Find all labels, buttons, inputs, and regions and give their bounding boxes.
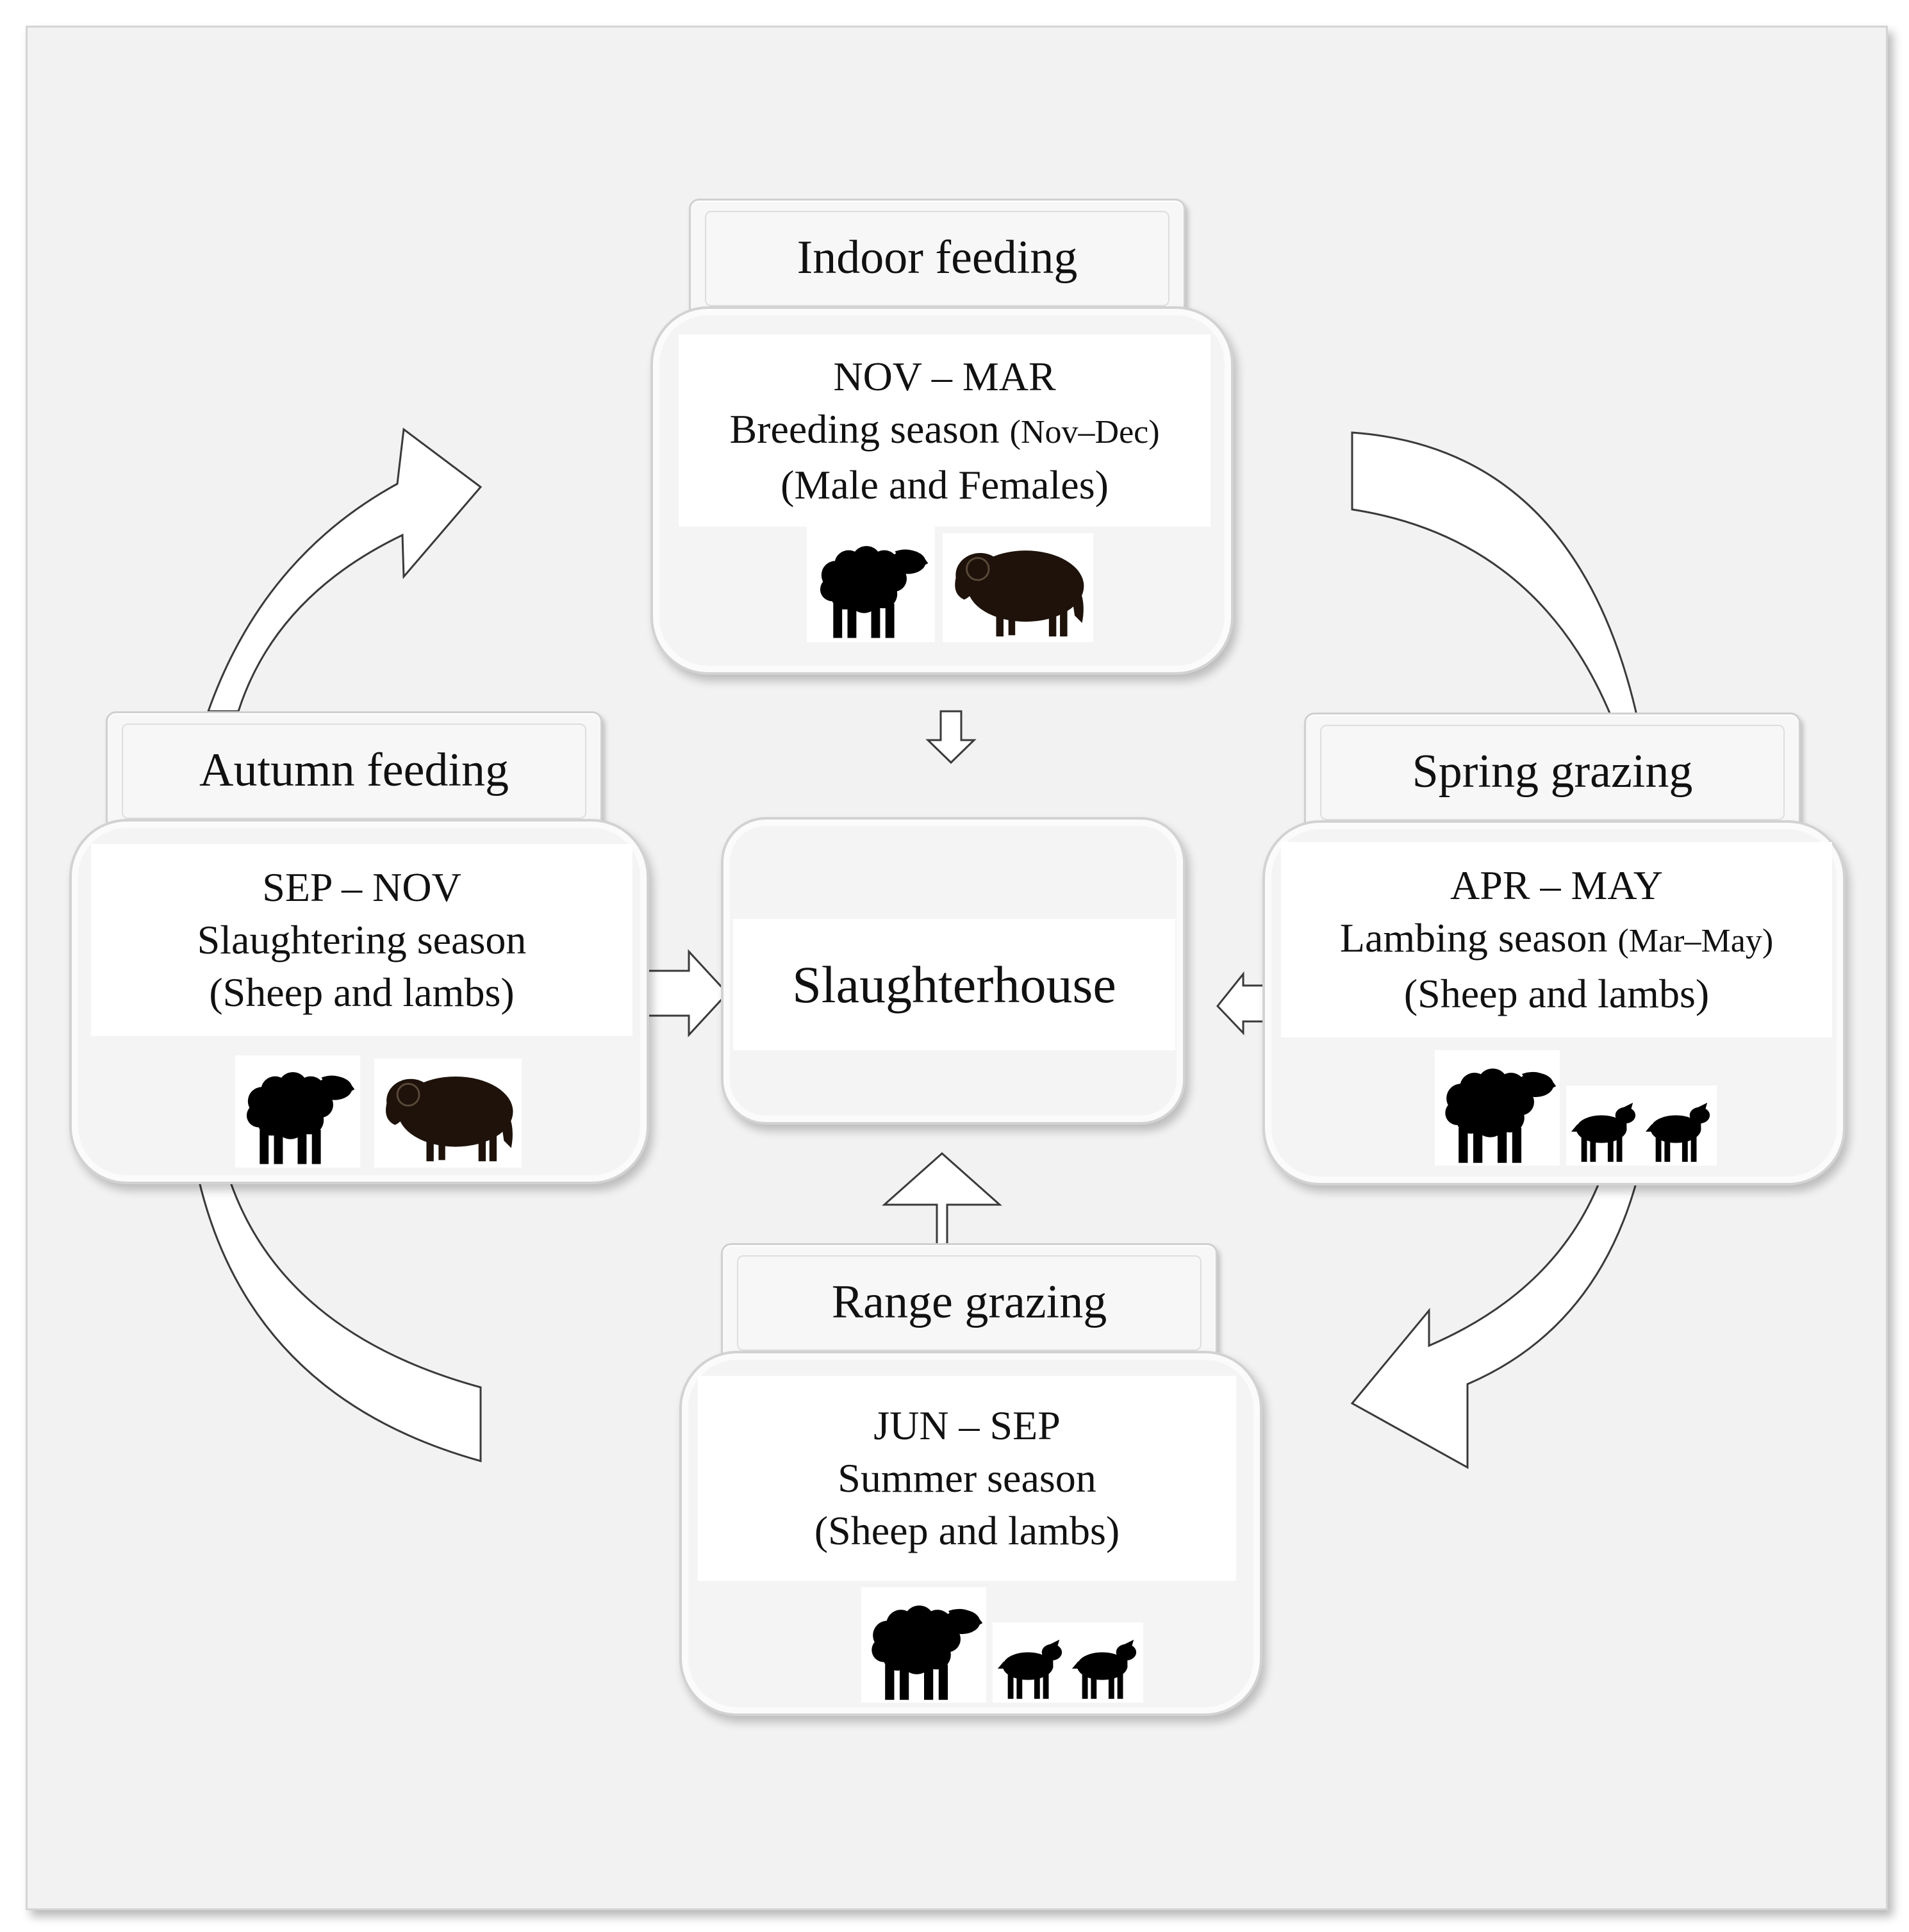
- stage-title-spring: Spring grazing: [1304, 713, 1801, 831]
- lamb-icon: [1071, 1639, 1136, 1699]
- stage-animals-autumn: (Sheep and lambs): [209, 970, 515, 1015]
- arrow-autumn-to-slaughterhouse: [643, 949, 729, 1037]
- ram-icon: [374, 1059, 522, 1168]
- stage-text-indoor: NOV – MAR Breeding season (Nov–Dec) (Mal…: [679, 334, 1211, 527]
- sheep-icon: [861, 1587, 986, 1703]
- slaughterhouse-inner: Slaughterhouse: [733, 919, 1175, 1050]
- stage-card-indoor: NOV – MAR Breeding season (Nov–Dec) (Mal…: [650, 306, 1234, 675]
- stage-season-note-indoor: (Nov–Dec): [1009, 413, 1160, 450]
- stage-months-range: JUN – SEP: [873, 1403, 1061, 1448]
- sheep-icon: [1435, 1050, 1560, 1166]
- arrow-range-to-slaughterhouse: [882, 1152, 1002, 1248]
- stage-animals-spring: (Sheep and lambs): [1403, 971, 1710, 1016]
- stage-season-indoor-line: Breeding season (Nov–Dec): [729, 403, 1159, 459]
- stage-title-range-text: Range grazing: [831, 1276, 1107, 1328]
- stage-card-spring: APR – MAY Lambing season (Mar–May) (Shee…: [1262, 820, 1846, 1185]
- stage-card-range: JUN – SEP Summer season (Sheep and lambs…: [679, 1351, 1262, 1716]
- stage-icons-range: [861, 1587, 1143, 1703]
- stage-title-indoor-text: Indoor feeding: [797, 231, 1078, 284]
- stage-months-autumn: SEP – NOV: [262, 864, 461, 910]
- stage-season-range: Summer season: [838, 1455, 1096, 1501]
- stage-icons-indoor: [807, 527, 1093, 642]
- stage-months-spring: APR – MAY: [1450, 863, 1663, 908]
- arrow-indoor-to-slaughterhouse: [925, 710, 977, 764]
- cycle-arrow-range-to-autumn: [197, 1178, 482, 1462]
- stage-animals-range: (Sheep and lambs): [814, 1508, 1120, 1553]
- stage-title-indoor: Indoor feeding: [689, 199, 1186, 317]
- cycle-arrow-autumn-to-indoor: [206, 427, 483, 713]
- lamb-pair: [993, 1622, 1143, 1703]
- stage-title-spring-text: Spring grazing: [1412, 745, 1693, 798]
- lamb-icon: [997, 1639, 1062, 1699]
- stage-title-range: Range grazing: [721, 1243, 1218, 1362]
- stage-season-spring: Lambing season: [1339, 915, 1608, 961]
- stage-season-autumn: Slaughtering season: [197, 917, 527, 962]
- sheep-icon: [235, 1055, 360, 1168]
- cycle-arrow-indoor-to-spring: [1351, 431, 1639, 719]
- stage-text-range: JUN – SEP Summer season (Sheep and lambs…: [698, 1376, 1236, 1581]
- slaughterhouse-card: Slaughterhouse: [721, 817, 1186, 1125]
- sheep-icon: [807, 527, 935, 642]
- stage-title-autumn: Autumn feeding: [106, 711, 602, 830]
- lamb-icon: [1645, 1102, 1710, 1162]
- stage-animals-indoor: (Male and Females): [781, 461, 1109, 508]
- stage-text-spring: APR – MAY Lambing season (Mar–May) (Shee…: [1281, 842, 1832, 1037]
- cycle-arrow-spring-to-range: [1350, 1165, 1642, 1469]
- lamb-icon: [1571, 1102, 1635, 1162]
- ram-icon: [943, 533, 1093, 642]
- stage-icons-autumn: [235, 1055, 522, 1168]
- lamb-pair: [1566, 1086, 1717, 1166]
- stage-icons-spring: [1435, 1050, 1717, 1166]
- stage-card-autumn: SEP – NOV Slaughtering season (Sheep and…: [69, 819, 649, 1184]
- stage-text-autumn: SEP – NOV Slaughtering season (Sheep and…: [91, 844, 632, 1036]
- slaughterhouse-label: Slaughterhouse: [792, 955, 1116, 1014]
- stage-season-note-spring: (Mar–May): [1617, 923, 1774, 959]
- stage-season-indoor: Breeding season: [729, 406, 1000, 452]
- stage-season-spring-line: Lambing season (Mar–May): [1340, 912, 1773, 968]
- stage-months-indoor: NOV – MAR: [833, 353, 1056, 399]
- stage-title-autumn-text: Autumn feeding: [199, 744, 509, 797]
